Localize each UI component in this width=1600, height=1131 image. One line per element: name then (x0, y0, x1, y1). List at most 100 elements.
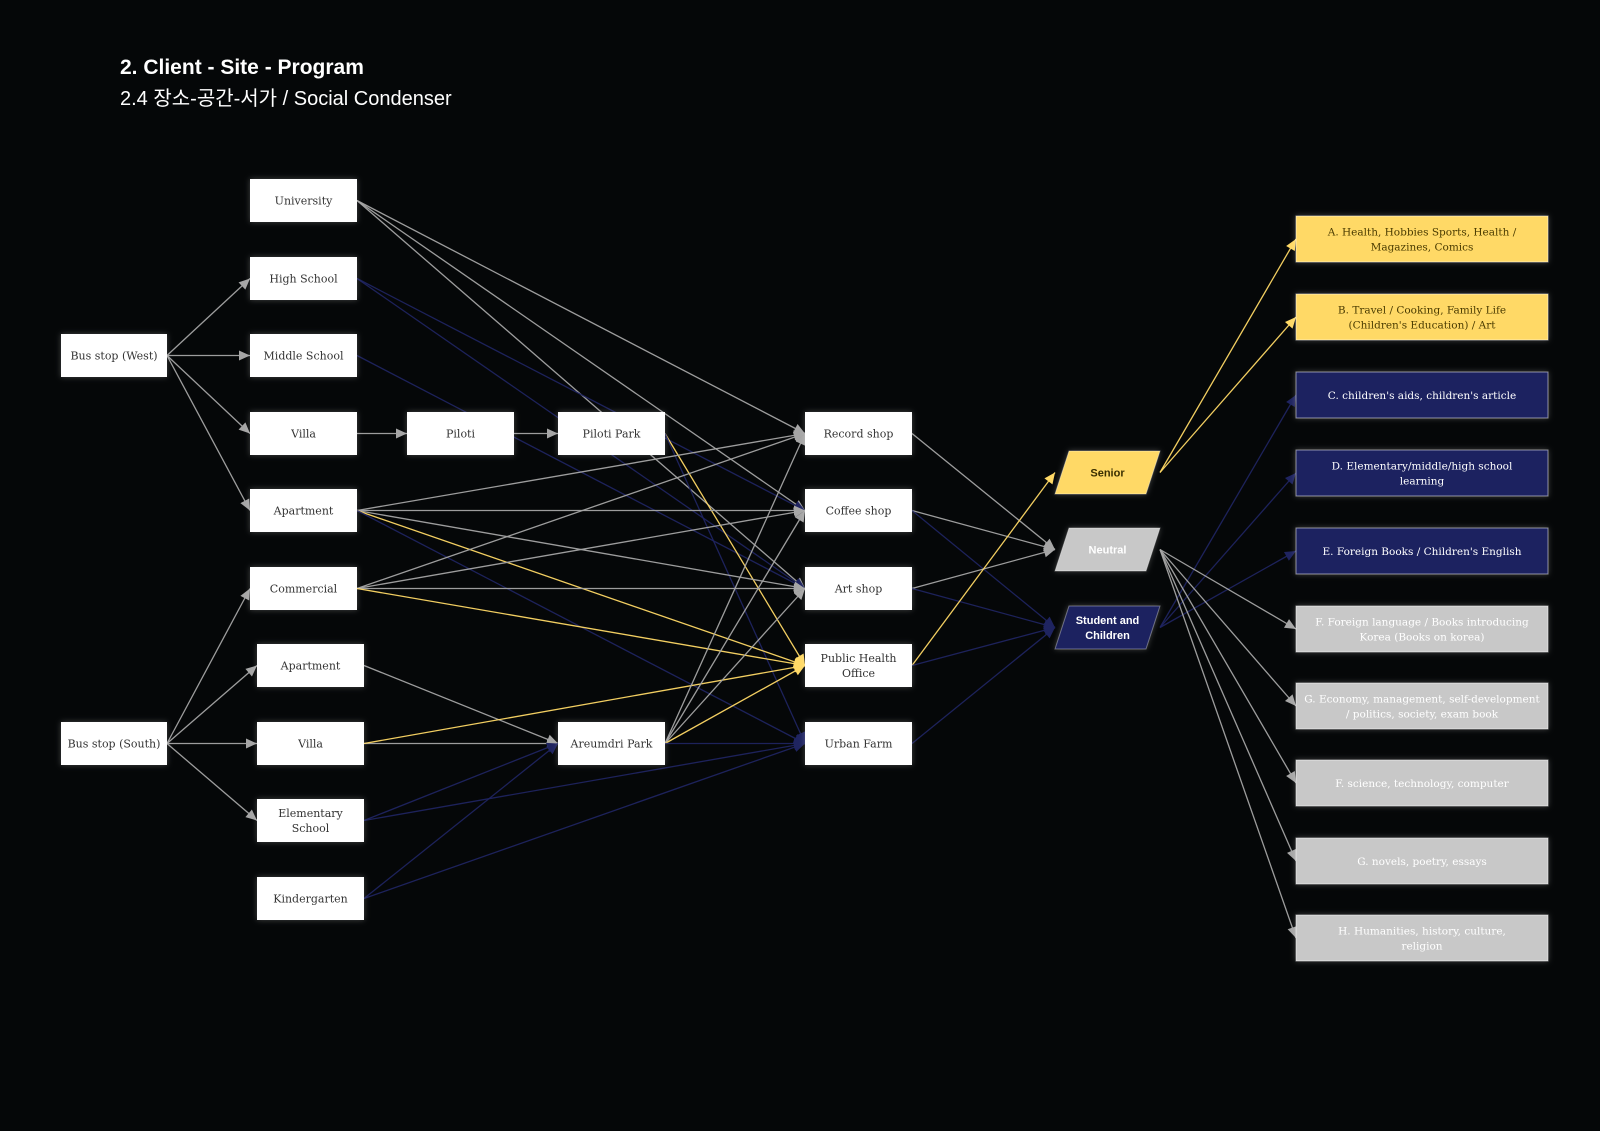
edge-apartment_w-to-record (356, 432, 806, 512)
node-label: Piloti Park (583, 428, 641, 441)
node-box (61, 334, 167, 377)
edge-bus_west-to-villa_w (166, 355, 251, 434)
category-box (1295, 449, 1549, 497)
arrowhead-art-to-neutral (1043, 547, 1055, 558)
node-piloti-park[interactable]: Piloti Park (558, 412, 665, 455)
node-box (805, 489, 912, 532)
arrowhead-commercial-to-record (792, 432, 805, 442)
edge-neutral-to-F2 (1159, 549, 1297, 784)
node-label: Coffee shop (826, 505, 892, 518)
node-label: High School (269, 273, 338, 286)
arrowhead-neutral-to-G2 (1287, 848, 1297, 861)
node-box (257, 722, 364, 765)
node-record[interactable]: Record shop (805, 412, 912, 455)
node-coffee[interactable]: Coffee shop (805, 489, 912, 532)
node-villa-w[interactable]: Villa (250, 412, 357, 455)
edge-farm-to-student (911, 626, 1056, 745)
arrowhead-bus_south-to-apartment_s (245, 665, 257, 677)
category-B[interactable]: B. Travel / Cooking, Family Life(Childre… (1295, 293, 1549, 341)
group-senior[interactable]: Senior (1054, 450, 1161, 495)
node-box (250, 567, 357, 610)
node-kindergarten[interactable]: Kindergarten (257, 877, 364, 920)
arrowhead-neutral-to-H (1287, 925, 1298, 938)
node-piloti[interactable]: Piloti (407, 412, 514, 455)
arrowhead-piloti_park-to-health (795, 653, 805, 666)
category-label: G. Economy, management, self-development… (1304, 694, 1540, 721)
edge-areumdri-to-coffee (664, 510, 806, 744)
category-F2[interactable]: F. science, technology, computer (1295, 759, 1549, 807)
category-box (1295, 914, 1549, 962)
arrowhead-university-to-record (792, 423, 805, 434)
arrowhead-farm-to-student (1043, 627, 1055, 639)
edge-elementary-to-areumdri (363, 742, 559, 822)
node-middle-school[interactable]: Middle School (250, 334, 357, 377)
category-G1[interactable]: G. Economy, management, self-development… (1295, 682, 1549, 730)
node-box (805, 412, 912, 455)
node-university[interactable]: University (250, 179, 357, 222)
node-box (805, 644, 912, 687)
edge-commercial-to-coffee (356, 509, 806, 590)
node-label: Villa (297, 738, 323, 751)
arrowhead-areumdri-to-art (793, 588, 805, 601)
node-label: Middle School (264, 350, 344, 363)
category-label: H. Humanities, history, culture,religion (1338, 926, 1506, 953)
edge-areumdri-to-art (664, 588, 806, 744)
node-commercial[interactable]: Commercial (250, 567, 357, 610)
category-box (1295, 605, 1549, 653)
category-label: G. novels, poetry, essays (1357, 856, 1487, 868)
category-C[interactable]: C. children's aids, children's article (1295, 371, 1549, 419)
node-high-school[interactable]: High School (250, 257, 357, 300)
edge-bus_south-to-elementary (166, 743, 258, 821)
category-G2[interactable]: G. novels, poetry, essays (1295, 837, 1549, 885)
arrowhead-bus_south-to-commercial (240, 588, 250, 601)
edge-senior-to-A (1159, 238, 1297, 473)
arrowhead-bus_south-to-elementary (245, 809, 257, 821)
node-bus-south[interactable]: Bus stop (South) (61, 722, 167, 765)
edge-neutral-to-H (1159, 549, 1297, 939)
node-box (558, 412, 665, 455)
node-apartment-s[interactable]: Apartment (257, 644, 364, 687)
category-H[interactable]: H. Humanities, history, culture,religion (1295, 914, 1549, 962)
edge-areumdri-to-health (664, 664, 806, 745)
edge-elementary-to-farm (363, 742, 806, 822)
edge-health-to-senior (911, 472, 1056, 666)
arrowhead-student-to-D (1284, 473, 1296, 485)
node-farm[interactable]: Urban Farm (805, 722, 912, 765)
group-label: Neutral (1089, 544, 1127, 556)
edge-kindergarten-to-areumdri (363, 742, 559, 900)
category-A[interactable]: A. Health, Hobbies Sports, Health /Magaz… (1295, 215, 1549, 263)
arrowhead-areumdri-to-record (795, 433, 806, 446)
node-box (805, 722, 912, 765)
node-art[interactable]: Art shop (805, 567, 912, 610)
node-bus-west[interactable]: Bus stop (West) (61, 334, 167, 377)
arrowhead-areumdri-to-health (792, 665, 805, 676)
category-label: B. Travel / Cooking, Family Life(Childre… (1338, 305, 1506, 332)
node-label: Urban Farm (825, 738, 893, 751)
group-shape (1054, 450, 1161, 495)
node-villa-s[interactable]: Villa (257, 722, 364, 765)
group-neutral[interactable]: Neutral (1054, 527, 1161, 572)
arrowhead-commercial-to-coffee (793, 507, 805, 518)
node-label: University (275, 195, 333, 208)
edge-record-to-neutral (911, 432, 1056, 551)
edge-neutral-to-F1 (1159, 548, 1297, 630)
page-title: 2. Client - Site - Program (120, 56, 364, 79)
node-label: Art shop (834, 583, 883, 596)
node-label: Record shop (824, 428, 894, 441)
arrowhead-bus_west-to-high_school (238, 278, 250, 290)
edge-university-to-record (356, 199, 806, 435)
category-E[interactable]: E. Foreign Books / Children's English (1295, 527, 1549, 575)
group-shape (1054, 605, 1161, 650)
node-apartment-w[interactable]: Apartment (250, 489, 357, 532)
node-label: Bus stop (West) (70, 350, 157, 363)
edge-bus_south-to-commercial (166, 588, 251, 744)
node-box (250, 489, 357, 532)
node-areumdri[interactable]: Areumdri Park (558, 722, 665, 765)
